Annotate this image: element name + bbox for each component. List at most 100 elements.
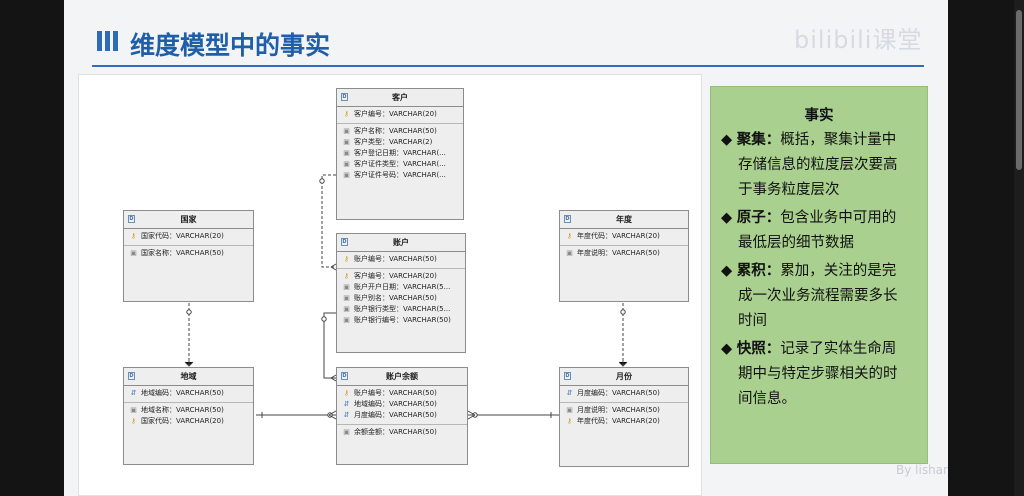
table-section: ▣ 年度说明：VARCHAR(50) xyxy=(560,245,688,262)
relationship-lines xyxy=(184,174,628,420)
column-icon: ▣ xyxy=(566,249,573,257)
column-label: 月度编码：VARCHAR(50) xyxy=(577,389,660,397)
fact-text: 概括，聚集计量中 xyxy=(780,132,897,148)
column-icon: ▣ xyxy=(343,127,350,135)
table-row[interactable]: ▣ 客户类型：VARCHAR(2) xyxy=(337,137,463,148)
table-icon: D xyxy=(128,215,135,223)
link-key-icon: ⇵ xyxy=(343,411,350,419)
column-label: 客户编号：VARCHAR(20) xyxy=(354,272,437,280)
diamond-bullet-icon: ◆ xyxy=(721,210,737,226)
key-icon: ⚷ xyxy=(343,272,350,280)
column-label: 账户别名：VARCHAR(50) xyxy=(354,294,437,302)
author-watermark: By lishan xyxy=(896,463,948,477)
column-label: 月度编码：VARCHAR(50) xyxy=(354,411,437,419)
table-section: ▣月度说明：VARCHAR(50)⚷年度代码：VARCHAR(20) xyxy=(560,402,688,430)
table-section: ⇵月度编码：VARCHAR(50) xyxy=(560,386,688,402)
fact-item: ◆ 累积：累加，关注的是完成一次业务流程需要多长时间 xyxy=(721,259,917,334)
table-row[interactable]: ▣地域名称：VARCHAR(50) xyxy=(124,405,253,416)
column-label: 客户登记日期：VARCHAR(... xyxy=(354,149,446,157)
table-row[interactable]: ⚷年度代码：VARCHAR(20) xyxy=(560,416,688,427)
column-icon: ▣ xyxy=(343,138,350,146)
fact-text-line: 时间 xyxy=(738,313,767,329)
column-label: 年度说明：VARCHAR(50) xyxy=(577,249,660,257)
table-row[interactable]: ⚷客户编号：VARCHAR(20) xyxy=(337,109,463,120)
table-row[interactable]: ▣客户证件号码：VARCHAR(... xyxy=(337,170,463,181)
table-row[interactable]: ▣ 客户名称：VARCHAR(50) xyxy=(337,126,463,137)
table-row[interactable]: ▣ 账户开户日期：VARCHAR(5... xyxy=(337,282,465,293)
table-row[interactable]: ⇵ 地域编码：VARCHAR(50) xyxy=(337,399,467,410)
table-row[interactable]: ▣ 账户银行编号：VARCHAR(50) xyxy=(337,315,465,326)
scrollbar[interactable] xyxy=(1014,0,1024,496)
column-icon: ▣ xyxy=(343,316,350,324)
table-section: ⇵地域编码：VARCHAR(50) xyxy=(124,386,253,402)
table-section: ▣ 余额金额：VARCHAR(50) xyxy=(337,424,467,441)
diamond-bullet-icon: ◆ xyxy=(721,132,737,148)
rel-account-balance xyxy=(323,312,336,379)
table-row[interactable]: ▣月度说明：VARCHAR(50) xyxy=(560,405,688,416)
key-icon: ⚷ xyxy=(130,417,137,425)
table-icon: D xyxy=(341,372,348,380)
column-icon: ▣ xyxy=(343,171,350,179)
table-row[interactable]: ▣客户登记日期：VARCHAR(... xyxy=(337,148,463,159)
table-row[interactable]: ▣账户别名：VARCHAR(50) xyxy=(337,293,465,304)
table-row[interactable]: ⇵地域编码：VARCHAR(50) xyxy=(124,388,253,399)
table-row[interactable]: ▣ 年度说明：VARCHAR(50) xyxy=(560,248,688,259)
fact-text-line: 期中与特定步骤相关的时 xyxy=(738,366,898,382)
column-label: 账户编号：VARCHAR(50) xyxy=(354,255,437,263)
table-icon: D xyxy=(341,238,348,246)
table-row[interactable]: ⇵ 月度编码：VARCHAR(50) xyxy=(337,410,467,421)
column-label: 国家代码：VARCHAR(20) xyxy=(141,232,224,240)
column-icon: ▣ xyxy=(566,406,573,414)
column-label: 客户名称：VARCHAR(50) xyxy=(354,127,437,135)
column-label: 地域编码：VARCHAR(50) xyxy=(141,389,224,397)
key-icon: ⚷ xyxy=(343,389,350,397)
fact-label: 原子： xyxy=(736,210,781,226)
table-row[interactable]: ⚷ 年度代码：VARCHAR(20) xyxy=(560,231,688,242)
table-row[interactable]: ⚷ 客户编号：VARCHAR(20) xyxy=(337,271,465,282)
table-row[interactable]: ▣ 余额金额：VARCHAR(50) xyxy=(337,427,467,438)
key-icon: ⚷ xyxy=(343,110,350,118)
column-label: 账户开户日期：VARCHAR(5... xyxy=(354,283,451,291)
column-label: 地域编码：VARCHAR(50) xyxy=(354,400,437,408)
table-row[interactable]: ⚷国家代码：VARCHAR(20) xyxy=(124,231,253,242)
column-icon: ▣ xyxy=(130,249,137,257)
column-label: 年度代码：VARCHAR(20) xyxy=(577,232,660,240)
scrollbar-thumb[interactable] xyxy=(1016,10,1022,170)
column-label: 账户银行编号：VARCHAR(50) xyxy=(354,316,451,324)
table-row[interactable]: ⇵月度编码：VARCHAR(50) xyxy=(560,388,688,399)
table-row[interactable]: ⚷国家代码：VARCHAR(20) xyxy=(124,416,253,427)
column-label: 地域名称：VARCHAR(50) xyxy=(141,406,224,414)
column-label: 账户编号：VARCHAR(50) xyxy=(354,389,437,397)
table-row[interactable]: ▣账户银行类型：VARCHAR(5... xyxy=(337,304,465,315)
column-icon: ▣ xyxy=(343,428,350,436)
column-icon: ▣ xyxy=(343,283,350,291)
fact-item: ◆ 原子：包含业务中可用的最低层的细节数据 xyxy=(721,206,917,256)
column-label: 客户类型：VARCHAR(2) xyxy=(354,138,433,146)
table-row[interactable]: ⚷账户编号：VARCHAR(50) xyxy=(337,254,465,265)
table-row[interactable]: ▣客户证件类型：VARCHAR(... xyxy=(337,159,463,170)
slide-title: 维度模型中的事实 xyxy=(130,31,331,60)
table-section: ⚷ 年度代码：VARCHAR(20) xyxy=(560,229,688,245)
table-row[interactable]: ⚷ 账户编号：VARCHAR(50) xyxy=(337,388,467,399)
column-label: 余额金额：VARCHAR(50) xyxy=(354,428,437,436)
link-key-icon: ⇵ xyxy=(343,400,350,408)
fact-label: 快照： xyxy=(736,341,781,357)
fact-label: 聚集： xyxy=(736,132,781,148)
table-row[interactable]: ▣国家名称：VARCHAR(50) xyxy=(124,248,253,259)
key-icon: ⚷ xyxy=(566,232,573,240)
rel-customer-account xyxy=(321,174,336,268)
